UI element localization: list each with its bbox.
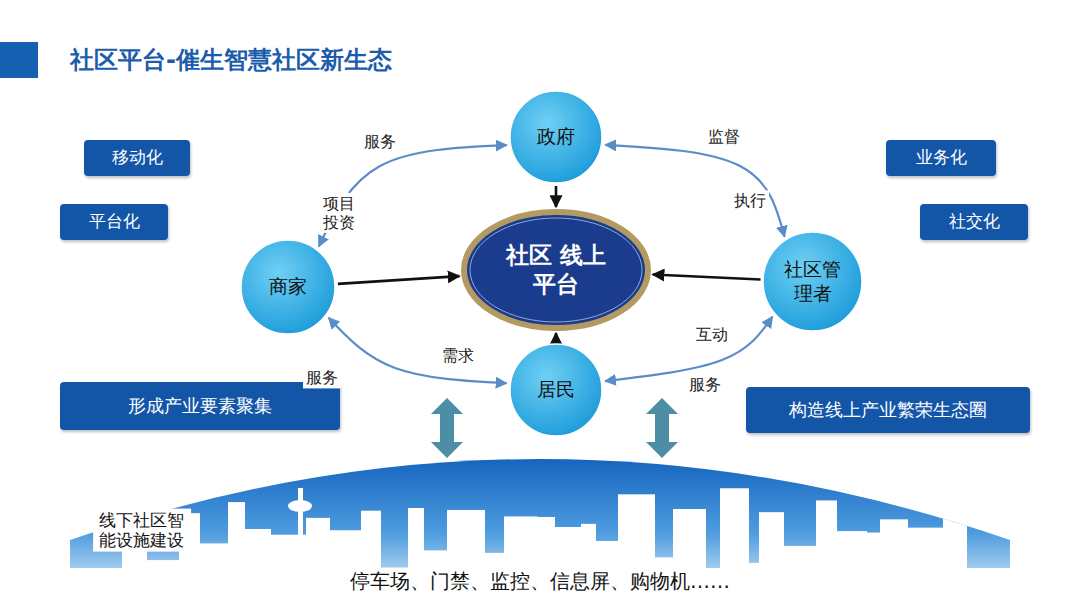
- circle-shape: [510, 91, 602, 183]
- edge-label: 服务: [361, 131, 399, 152]
- node-text: 业务化: [916, 147, 967, 168]
- city-band: 停车场、门禁、监控、信息屏、购物机……: [70, 458, 1010, 608]
- circle-shape: [241, 240, 335, 334]
- skyline: [70, 488, 1010, 608]
- summary-box: 构造线上产业繁荣生态圈: [746, 387, 1030, 433]
- node-text: 停车场、门禁、监控、信息屏、购物机……: [350, 569, 730, 594]
- relation-arc: [605, 145, 784, 237]
- summary-box: 形成产业要素聚集: [60, 382, 340, 430]
- plate-ring: [470, 218, 642, 322]
- actor-circle: 居民: [509, 343, 603, 437]
- flow-arrow: [555, 333, 558, 341]
- feature-box: 社交化: [920, 204, 1028, 240]
- relation-arc: [329, 318, 507, 383]
- double-arrow: [646, 398, 678, 458]
- title: 社区平台-催生智慧社区新生态: [70, 44, 392, 76]
- node-text: 构造线上产业繁荣生态圈: [789, 399, 987, 422]
- edge-note: 服务: [686, 374, 724, 395]
- dome-shape: [70, 459, 1010, 608]
- feature-box: 业务化: [886, 140, 996, 176]
- actor-circle: 社区管 理者: [762, 231, 863, 332]
- flow-arrow: [653, 275, 761, 280]
- node-text: 社区管 理者: [782, 258, 845, 306]
- node-text: 社区 线上平台: [505, 241, 606, 299]
- node-text: 政府: [537, 125, 575, 149]
- feature-box: 移动化: [84, 140, 190, 176]
- plate-shape: [464, 212, 648, 328]
- node-text: 商家: [269, 275, 307, 299]
- actor-circle: 政府: [509, 90, 603, 184]
- double-arrow: [431, 398, 463, 458]
- node-text: 居民: [537, 378, 575, 402]
- relation-arc: [605, 317, 772, 381]
- edge-label: 互动: [693, 324, 731, 345]
- node-text: 平台化: [89, 211, 140, 232]
- flow-arrow: [338, 276, 460, 284]
- edge-note: 需求: [439, 345, 477, 366]
- feature-box: 平台化: [60, 204, 168, 240]
- actor-circle: 商家: [240, 239, 336, 335]
- node-text: 形成产业要素聚集: [128, 395, 272, 418]
- flow-arrow: [555, 186, 558, 207]
- title-marker: [0, 42, 38, 78]
- circle-shape: [763, 232, 862, 331]
- edge-note: 执行: [731, 190, 769, 211]
- node-text: 社交化: [949, 211, 1000, 232]
- edge-note: 项目 投资: [318, 193, 359, 233]
- circle-shape: [510, 344, 602, 436]
- node-text: 移动化: [112, 147, 163, 168]
- platform-ellipse: 社区 线上平台: [461, 209, 651, 331]
- relation-arc: [319, 145, 507, 246]
- edge-label: 监督: [705, 126, 743, 147]
- platform-ellipse-outline: [461, 209, 651, 331]
